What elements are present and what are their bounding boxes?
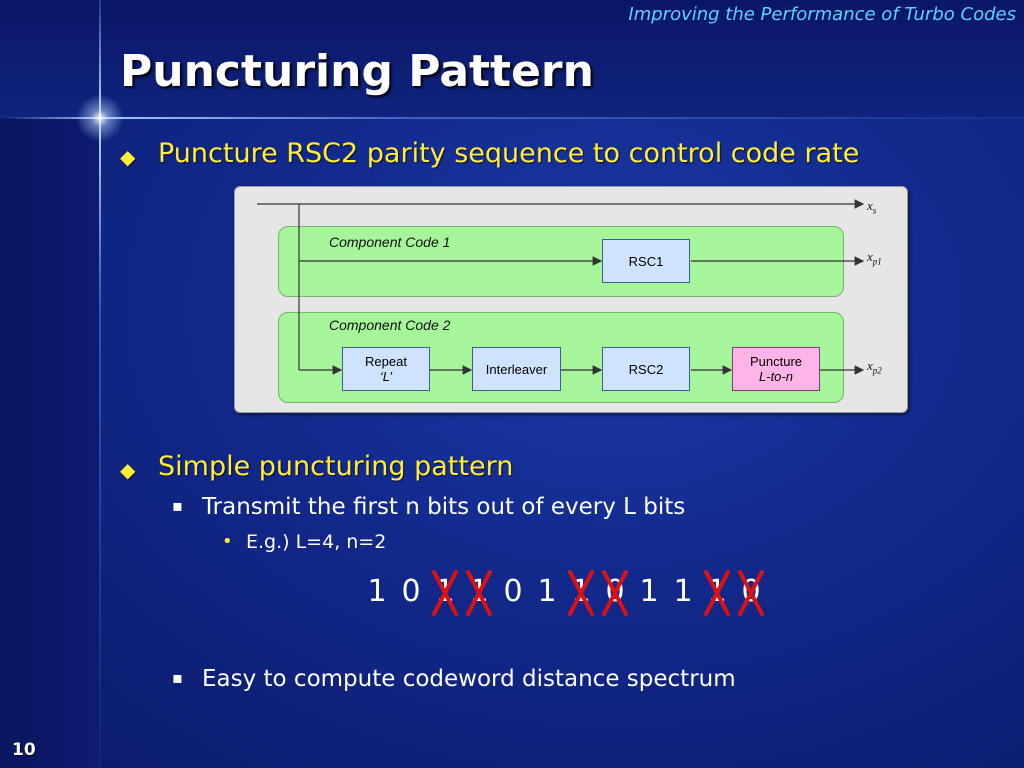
header-band <box>0 0 1024 118</box>
example-text: E.g.) L=4, n=2 <box>246 531 387 553</box>
component-code-2-label: Component Code 2 <box>329 317 451 333</box>
punctured-cross-icon <box>568 570 594 616</box>
rsc1-block: RSC1 <box>602 239 690 283</box>
bit-sequence: 101101101110 <box>300 570 860 624</box>
repeat-block: Repeat ‘L’ <box>342 347 430 391</box>
horizontal-accent-line <box>0 117 1024 119</box>
bit-digit: 1 <box>367 574 387 609</box>
bit-digit: 1 <box>537 574 557 609</box>
punctured-cross-icon <box>432 570 458 616</box>
interleaver-block: Interleaver <box>472 347 561 391</box>
page-number: 10 <box>12 740 36 760</box>
bit-digit: 1 <box>639 574 659 609</box>
signal-lines <box>257 199 865 375</box>
component-code-1-label: Component Code 1 <box>329 234 451 250</box>
repeat-label: Repeat <box>365 354 407 369</box>
punctured-cross-icon <box>738 570 764 616</box>
bit-digit: 0 <box>503 574 523 609</box>
slide-title: Puncturing Pattern <box>120 46 594 97</box>
rsc2-label: RSC2 <box>628 361 664 377</box>
puncture-label: Puncture <box>749 354 803 369</box>
bullet-text: Simple puncturing pattern <box>158 451 514 482</box>
xp2-output-label: xp2 <box>867 358 882 376</box>
square-bullet-icon: ▪ <box>172 668 183 687</box>
bit-digit: 0 <box>401 574 421 609</box>
crosshair-glow <box>76 94 124 142</box>
puncture-ratio-label: L-to-n <box>759 369 793 384</box>
bit-digit: 1 <box>673 574 693 609</box>
sub-bullet-text: Easy to compute codeword distance spectr… <box>202 666 736 692</box>
rsc2-block: RSC2 <box>602 347 690 391</box>
interleaver-label: Interleaver <box>485 361 548 377</box>
left-band <box>0 118 100 768</box>
dot-bullet-icon: • <box>222 531 233 552</box>
rsc1-label: RSC1 <box>628 253 664 269</box>
diamond-bullet-icon: ◆ <box>120 145 136 169</box>
puncture-block: Puncture L-to-n <box>732 347 820 391</box>
diamond-bullet-icon: ◆ <box>120 458 136 482</box>
punctured-cross-icon <box>602 570 628 616</box>
presentation-title: Improving the Performance of Turbo Codes <box>628 4 1016 25</box>
repeat-factor-label: ‘L’ <box>379 369 393 384</box>
sub-bullet-text: Transmit the first n bits out of every L… <box>202 494 686 520</box>
punctured-cross-icon <box>466 570 492 616</box>
punctured-cross-icon <box>704 570 730 616</box>
square-bullet-icon: ▪ <box>172 496 183 515</box>
encoder-diagram: Component Code 1 Component Code 2 RSC1 R… <box>234 186 908 413</box>
xp1-output-label: xp1 <box>867 249 882 267</box>
vertical-accent-line <box>99 0 101 768</box>
bullet-text: Puncture RSC2 parity sequence to control… <box>158 138 860 169</box>
xs-output-label: xs <box>867 198 877 216</box>
